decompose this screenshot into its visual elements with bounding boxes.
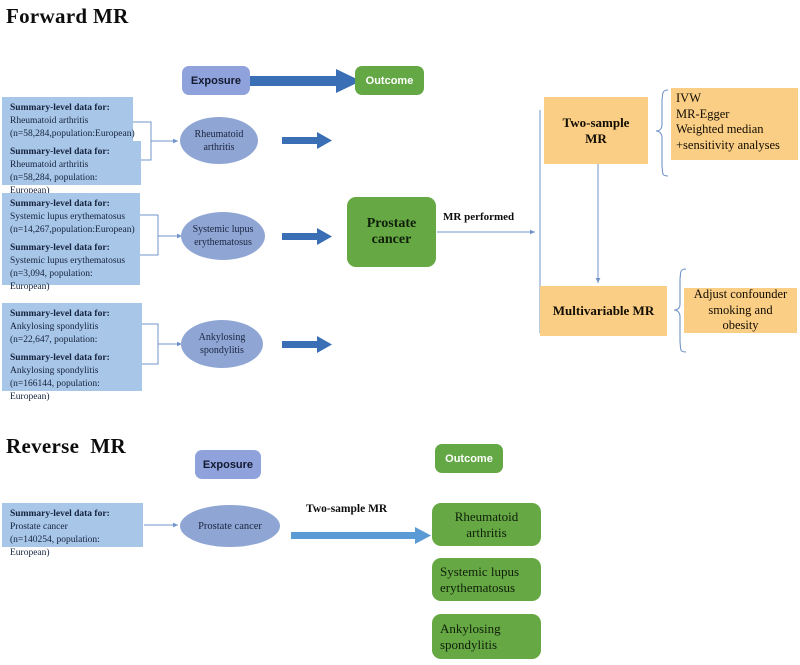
summary-line-1: Systemic lupus erythematosus [10,256,126,266]
exposure-node-rheumatoid-arthritis: Rheumatoid arthritis [180,117,258,164]
two-sample-mr-label: Two-sample MR [563,115,630,147]
multivariable-note-text: Adjust confounder smoking and obesity [689,287,792,334]
method-weighted-median: Weighted median [676,122,764,136]
legend-right-block-arrow-icon [250,69,361,93]
summary-box-sle-1: Summary-level data for: Systemic lupus e… [2,193,140,237]
multivariable-mr-label: Multivariable MR [552,303,655,318]
ellipse-label: Ankylosing spondylitis [199,331,246,357]
reverse-outcome-systemic-lupus-erythematosus: Systemic lupus erythematosus [432,558,541,601]
summary-line-1: Ankylosing spondylitis [10,366,99,376]
two-sample-mr-box: Two-sample MR [544,97,648,164]
two-sample-mr-line-2: MR [585,130,607,146]
summary-header: Summary-level data for: [10,147,110,157]
reverse-legend-exposure-pill: Exposure [195,450,261,479]
brace-two-sample-methods [655,89,669,177]
exposure-node-ankylosing-spondylitis: Ankylosing spondylitis [181,320,263,368]
green-box-label: Prostate cancer [367,216,417,248]
legend-exposure-label: Exposure [190,74,242,87]
summary-line-2: (n=58,284, population: European) [10,173,98,196]
green-box-line-2: spondylitis [440,636,498,652]
summary-header: Summary-level data for: [10,103,110,113]
reverse-legend-outcome-label: Outcome [445,452,493,465]
summary-box-sle-2: Summary-level data for: Systemic lupus e… [2,237,140,292]
multivariable-note: Adjust confounder smoking and obesity [684,287,797,334]
ellipse-label: Prostate cancer [198,520,262,532]
summary-line-1: Ankylosing spondylitis [10,322,99,332]
summary-line-1: Rheumatoid arthritis [10,160,89,170]
summary-box-as-2: Summary-level data for: Ankylosing spond… [2,347,142,402]
green-box-label: Rheumatoid arthritis [455,509,519,541]
summary-line-2: (n=3,094, population: European) [10,269,93,292]
summary-line-1: Rheumatoid arthritis [10,116,89,126]
summary-box-as-1: Summary-level data for: Ankylosing spond… [2,303,142,358]
legend-outcome-label: Outcome [365,74,414,87]
summary-box-prostate-cancer: Summary-level data for: Prostate cancer … [2,503,143,558]
two-sample-methods-note: IVW MR-Egger Weighted median +sensitivit… [671,88,798,160]
green-box-line-2: arthritis [466,524,507,540]
summary-header: Summary-level data for: [10,509,110,519]
green-box-label: Ankylosing spondylitis [440,621,501,653]
ellipse-line-1: Ankylosing [198,332,246,343]
ellipse-line-2: erythematosus [194,237,252,248]
summary-line-2: (n=14,267,population:European) [10,225,135,235]
multivariable-note-line-2: smoking and obesity [708,302,773,333]
multivariable-mr-box: Multivariable MR [540,286,667,336]
ellipse-line-1: Systemic lupus [192,224,254,235]
summary-line-2: (n=166144, population: European) [10,379,100,402]
green-box-line-2: erythematosus [440,579,516,595]
method-mr-egger: MR-Egger [676,106,730,121]
multivariable-note-line-1: Adjust confounder [693,287,788,302]
summary-line-2: (n=58,284,population:European) [10,129,135,139]
summary-line-1: Systemic lupus erythematosus [10,212,126,222]
reverse-outcome-ankylosing-spondylitis: Ankylosing spondylitis [432,614,541,659]
green-box-line-1: Systemic lupus [440,563,520,579]
reverse-legend-outcome-pill: Outcome [435,444,503,473]
mr-performed-label: MR performed [443,211,515,223]
ellipse-label: Rheumatoid arthritis [195,128,244,154]
outcome-node-prostate-cancer: Prostate cancer [347,197,436,267]
summary-box-ra-1: Summary-level data for: Rheumatoid arthr… [2,97,135,141]
bracket-ankylosing [140,323,182,365]
exposure-node-systemic-lupus-erythematosus: Systemic lupus erythematosus [181,212,265,260]
reverse-arrow-label: Two-sample MR [306,503,388,515]
reverse-exposure-node-prostate-cancer: Prostate cancer [180,505,280,547]
summary-header: Summary-level data for: [10,243,110,253]
reverse-two-sample-mr-arrow-icon [291,527,431,544]
summary-header: Summary-level data for: [10,353,110,363]
arrow-as-to-outcome-icon [282,336,332,353]
legend-exposure-pill: Exposure [182,66,250,95]
summary-line-2: (n=140254, population: European) [10,535,100,558]
ellipse-line-2: spondylitis [200,345,244,356]
forward-mr-title: Forward MR [6,4,129,28]
arrow-sle-to-outcome-icon [282,228,332,245]
bracket-sle [140,214,182,256]
ellipse-label: Systemic lupus erythematosus [193,223,254,249]
ellipse-line-2: arthritis [203,141,235,153]
green-box-line-2: cancer [371,232,412,247]
two-sample-mr-line-1: Two-sample [562,114,630,130]
method-ivw: IVW [676,91,701,105]
summary-line-1: Prostate cancer [10,522,68,532]
summary-header: Summary-level data for: [10,309,110,319]
green-box-label: Systemic lupus erythematosus [440,564,519,596]
method-sensitivity-analyses: +sensitivity analyses [676,137,780,152]
ellipse-line-1: Rheumatoid [194,128,244,140]
summary-header: Summary-level data for: [10,199,110,209]
green-box-line-1: Prostate [366,216,417,231]
summary-box-ra-2: Summary-level data for: Rheumatoid arthr… [2,141,141,196]
reverse-mr-title: Reverse MR [6,434,126,458]
reverse-legend-exposure-label: Exposure [202,458,254,471]
arrow-ra-to-outcome-icon [282,132,332,149]
green-box-line-1: Ankylosing [440,620,501,636]
legend-outcome-pill: Outcome [355,66,424,95]
reverse-outcome-rheumatoid-arthritis: Rheumatoid arthritis [432,503,541,546]
green-box-line-1: Rheumatoid [454,508,519,524]
